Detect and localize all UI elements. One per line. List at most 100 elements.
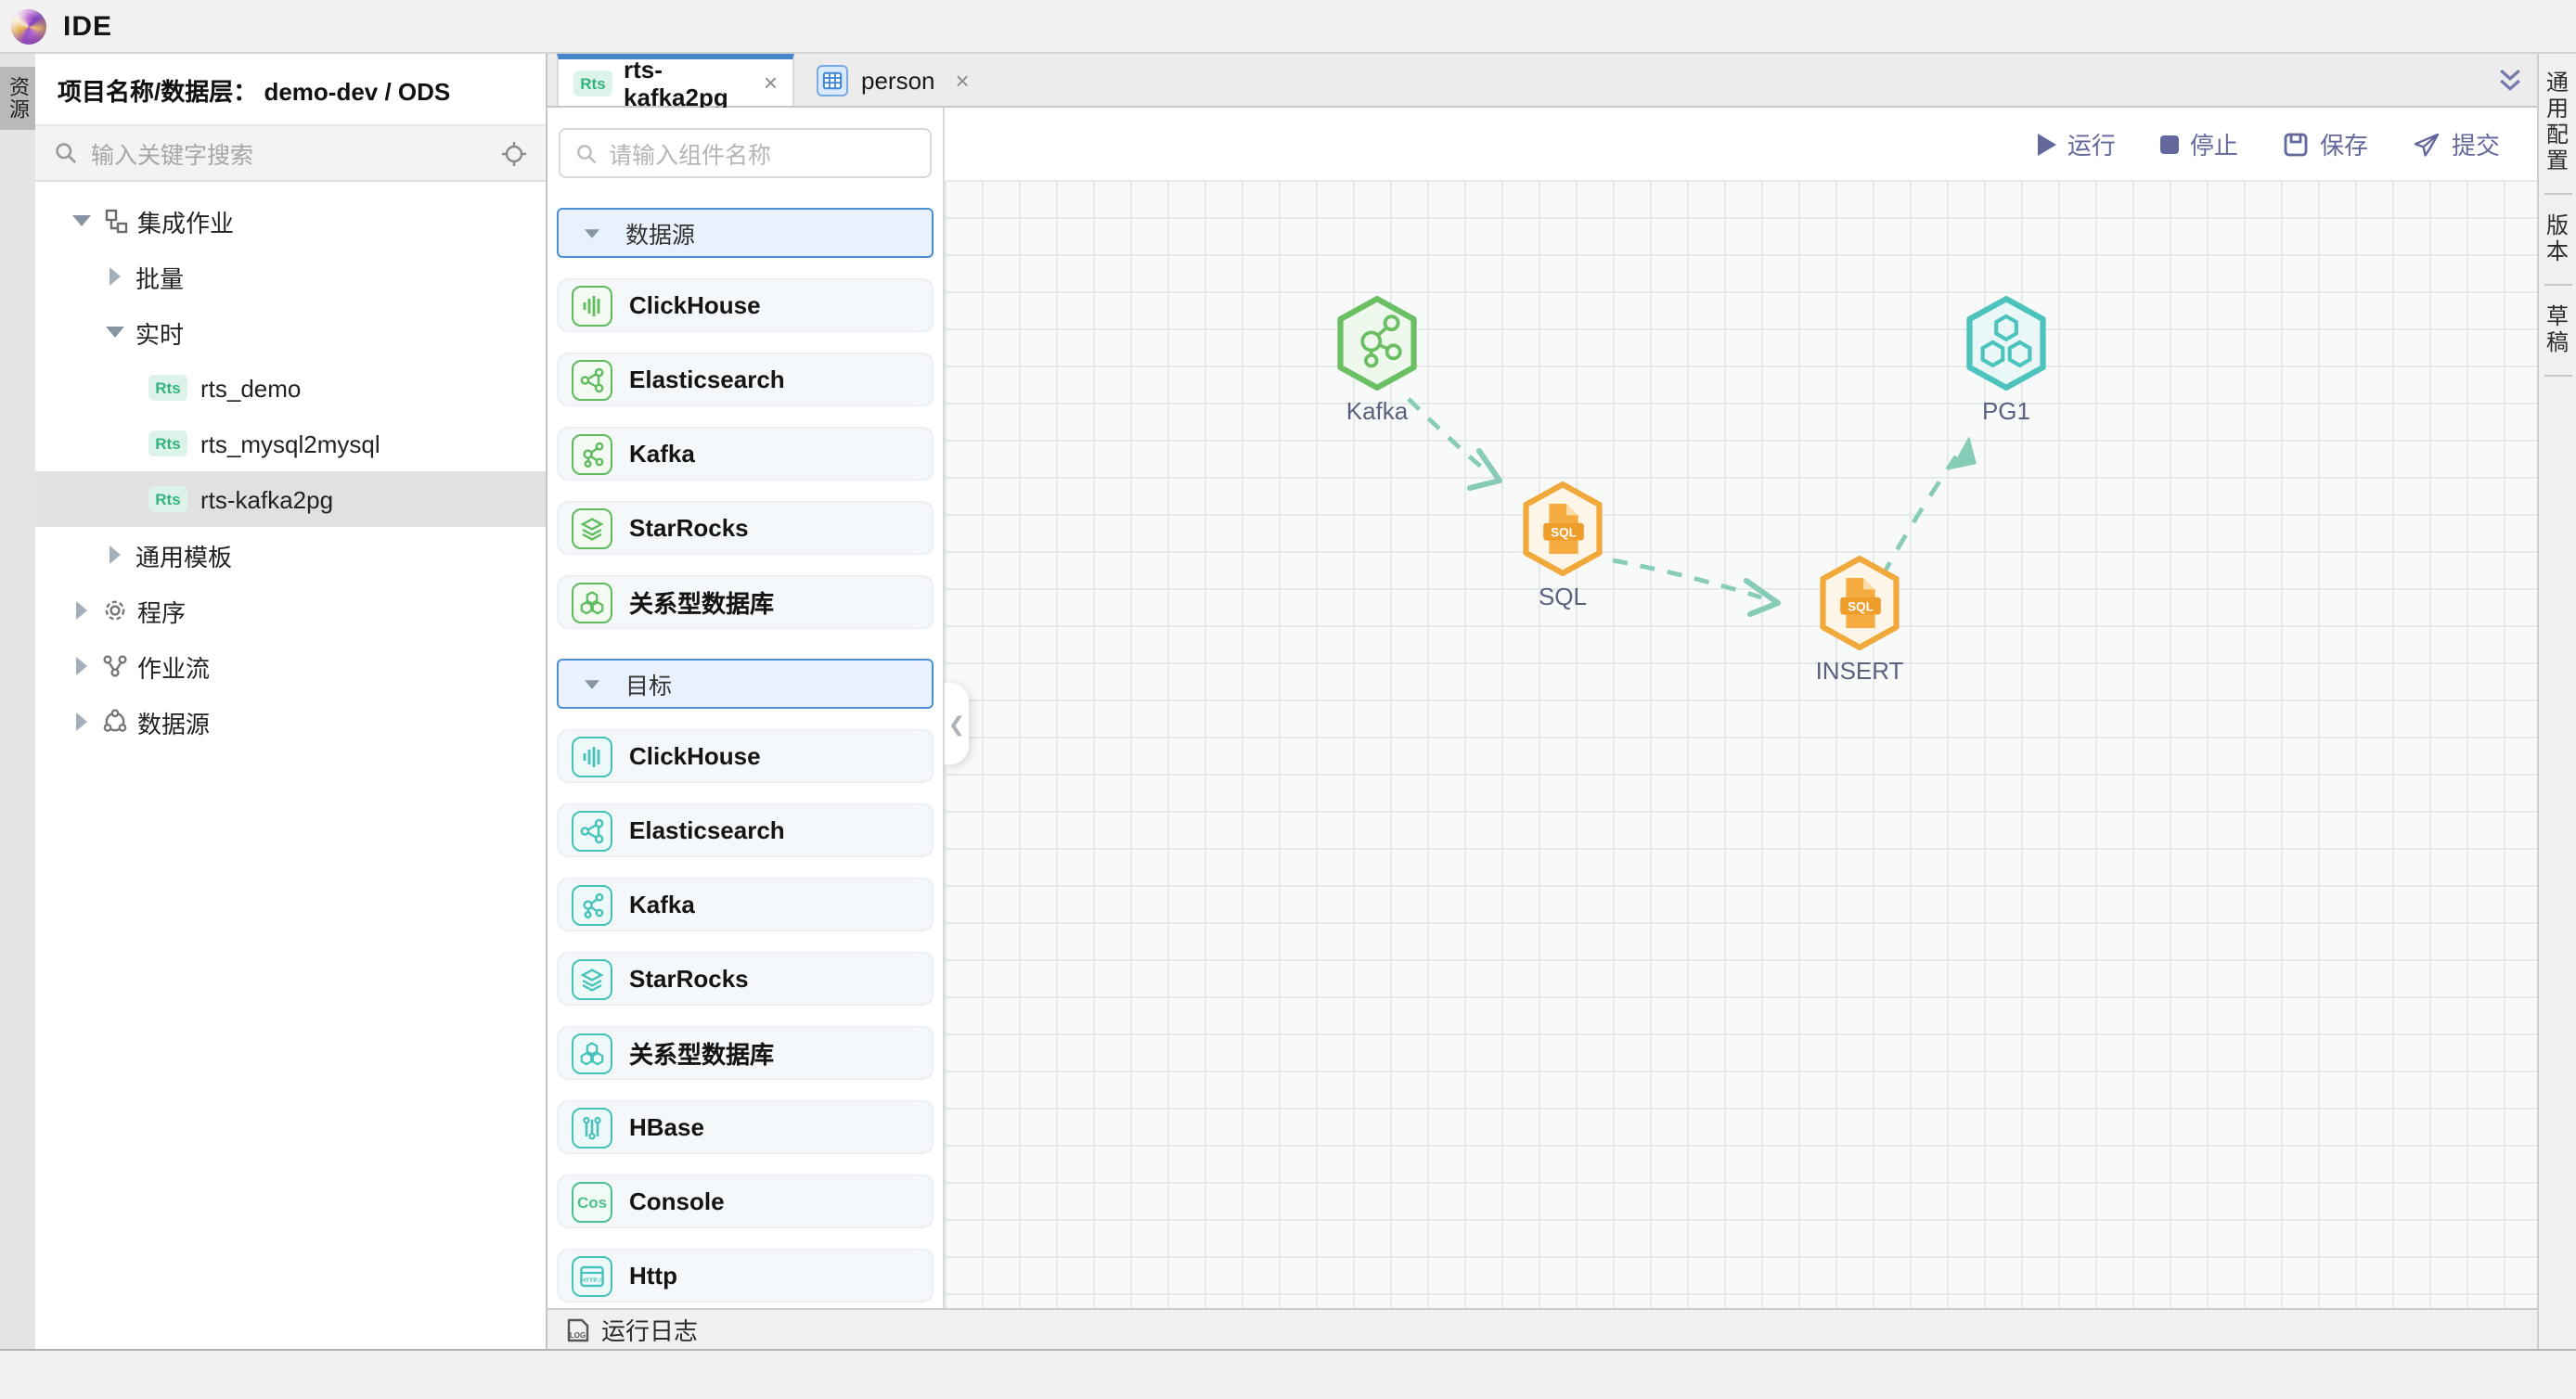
tree-item-label: rts-kafka2pg [200,485,333,513]
tree-item-common-templates[interactable]: 通用模板 [35,527,546,583]
palette-item-label: Elasticsearch [629,366,785,393]
close-icon[interactable]: × [764,69,778,96]
postgres-node-icon [1964,295,2049,391]
rail-tab-resources[interactable]: 资源 [0,67,35,130]
palette-item-source-starrocks[interactable]: StarRocks [557,501,934,555]
tree-item-label: 批量 [135,259,184,294]
tree-item-rts-kafka2pg-selected[interactable]: Rts rts-kafka2pg [35,471,546,527]
palette-item-label: StarRocks [629,965,749,993]
workflow-icon [102,653,128,679]
stop-label: 停止 [2190,126,2238,161]
palette-item-target-http[interactable]: HTTP:// Http [557,1249,934,1303]
rts-badge: Rts [148,486,187,512]
tree-item-workflows[interactable]: 作业流 [35,638,546,694]
close-icon[interactable]: × [956,66,970,94]
component-search-placeholder: 请输入组件名称 [609,135,771,171]
node-insert[interactable]: SQL INSERT [1776,555,1943,685]
collapse-arrow-icon[interactable] [69,712,95,731]
svg-text:LOG: LOG [570,1330,586,1339]
node-pg1[interactable]: PG1 [1923,295,2090,425]
palette-item-source-clickhouse[interactable]: ClickHouse [557,278,934,332]
palette-item-target-rdb[interactable]: 关系型数据库 [557,1026,934,1080]
palette-item-source-elasticsearch[interactable]: Elasticsearch [557,353,934,406]
node-kafka[interactable]: Kafka [1294,295,1461,425]
palette-section-source[interactable]: 数据源 [557,208,934,258]
collapse-arrow-icon[interactable] [69,657,95,675]
relational-db-icon [572,1033,612,1073]
palette-item-source-kafka[interactable]: Kafka [557,427,934,481]
tree-item-programs[interactable]: 程序 [35,583,546,638]
collapse-arrow-icon[interactable] [102,267,128,286]
palette-item-target-clickhouse[interactable]: ClickHouse [557,729,934,783]
collapse-panel-chevron-icon[interactable] [2498,68,2522,92]
save-icon [2283,131,2309,157]
palette-item-label: StarRocks [629,514,749,542]
divider [2544,193,2571,195]
palette-item-label: 关系型数据库 [629,584,774,620]
run-button[interactable]: 运行 [2038,126,2116,161]
integration-job-icon [102,208,128,234]
tab-label: rts-kafka2pg [624,55,745,110]
project-header: 项目名称/数据层： demo-dev / ODS [35,54,546,126]
stop-button[interactable]: 停止 [2160,126,2238,161]
palette-item-source-rdb[interactable]: 关系型数据库 [557,575,934,629]
palette-item-label: Kafka [629,440,695,468]
sql-node-icon: SQL [1520,481,1605,577]
sql-node-icon: SQL [1817,555,1902,651]
save-label: 保存 [2320,126,2368,161]
save-button[interactable]: 保存 [2283,126,2368,161]
collapse-arrow-icon[interactable] [69,601,95,620]
rts-badge: Rts [573,70,612,96]
palette-item-target-kafka[interactable]: Kafka [557,878,934,931]
locate-icon[interactable] [501,140,527,166]
starrocks-icon [572,958,612,999]
rail-tab-general-config[interactable]: 通用配置 [2542,67,2573,189]
submit-button[interactable]: 提交 [2413,126,2500,161]
chevron-down-icon [585,679,599,688]
tab-rts-kafka2pg[interactable]: Rts rts-kafka2pg × [557,54,794,106]
tree-item-realtime[interactable]: 实时 [35,304,546,360]
run-log-bar[interactable]: LOG 运行日志 [547,1308,2537,1349]
table-icon [817,64,848,96]
palette-item-label: Console [629,1187,725,1215]
rail-tab-draft[interactable]: 草稿 [2542,301,2573,371]
play-icon [2038,133,2056,155]
tree-item-rts-mysql2mysql[interactable]: Rts rts_mysql2mysql [35,416,546,471]
palette-item-target-console[interactable]: Cos Console [557,1174,934,1228]
palette-item-target-hbase[interactable]: HBase [557,1100,934,1154]
kafka-node-icon [1334,295,1420,391]
tree-search-placeholder: 输入关键字搜索 [91,135,253,171]
submit-label: 提交 [2452,126,2500,161]
palette-item-target-elasticsearch[interactable]: Elasticsearch [557,803,934,857]
gear-icon [102,597,128,623]
tree-item-integration-jobs[interactable]: 集成作业 [35,193,546,249]
tab-person[interactable]: person × [794,54,992,106]
clickhouse-icon [572,736,612,777]
tree-item-rts-demo[interactable]: Rts rts_demo [35,360,546,416]
tree-search-input[interactable]: 输入关键字搜索 [35,126,546,182]
palette-section-target[interactable]: 目标 [557,659,934,709]
expand-arrow-icon[interactable] [69,215,95,226]
tree-item-label: 集成作业 [137,203,234,238]
rail-tab-version[interactable]: 版本 [2542,210,2573,280]
top-bar: IDE [0,0,2576,54]
tree-item-batch[interactable]: 批量 [35,249,546,304]
paper-plane-icon [2413,131,2441,157]
node-label: INSERT [1816,657,1904,685]
expand-arrow-icon[interactable] [102,327,128,338]
tree-item-datasources[interactable]: 数据源 [35,694,546,750]
palette-item-label: 关系型数据库 [629,1035,774,1071]
flow-canvas[interactable]: Kafka SQL SQL SQL INSERT [945,180,2537,1308]
palette-item-label: Kafka [629,891,695,918]
node-sql[interactable]: SQL SQL [1479,481,1646,610]
palette-collapse-handle[interactable]: ❮ [945,683,969,764]
left-rail: 资源 [0,54,35,1351]
chevron-down-icon [585,228,599,237]
palette-item-target-starrocks[interactable]: StarRocks [557,952,934,1006]
collapse-arrow-icon[interactable] [102,545,128,564]
clickhouse-icon [572,285,612,326]
arrowhead-icon [1746,581,1778,614]
component-search-input[interactable]: 请输入组件名称 [559,128,932,178]
app-logo-icon [11,8,46,44]
